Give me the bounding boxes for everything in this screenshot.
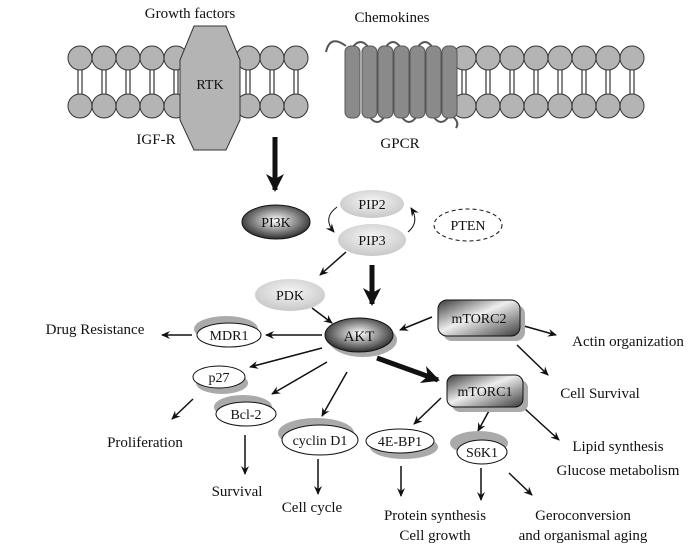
arrow-p27-to-proliferation: [171, 398, 194, 420]
gpcr-helix: [393, 45, 410, 119]
geroconversion-label: Geroconversion: [535, 508, 631, 524]
4ebp1-label: 4E-BP1: [378, 435, 422, 450]
s6k1-node: S6K1: [450, 431, 508, 465]
arrow-akt-to-p27: [249, 347, 323, 369]
pten-node: PTEN: [433, 208, 503, 242]
mdr1-node: MDR1: [194, 316, 262, 348]
bcl2-node: Bcl-2: [214, 395, 277, 427]
lipid-synthesis-label: Lipid synthesis: [572, 439, 663, 455]
drug-resistance-label: Drug Resistance: [46, 322, 145, 338]
gpcr-helix: [377, 45, 394, 119]
pip2-node: PIP2: [340, 190, 404, 218]
phospholipid: [571, 45, 597, 119]
arrow-pdk-to-akt: [311, 307, 333, 324]
rtk-label: RTK: [196, 78, 223, 93]
phospholipid: [523, 45, 549, 119]
akt-label: AKT: [344, 329, 375, 345]
arrow-pip2-to-pip3: [325, 206, 338, 233]
gpcr-n-terminus: [325, 40, 347, 53]
growth-factors-label: Growth factors: [145, 6, 236, 22]
phospholipid: [595, 45, 621, 119]
cyclin-d1-node: cyclin D1: [278, 418, 359, 456]
pip3-node: PIP3: [338, 224, 406, 256]
phospholipid: [547, 45, 573, 119]
actin-organization-label: Actin organization: [572, 334, 684, 350]
mtorc1-node: mTORC1: [446, 374, 528, 412]
arrow-mtorc2-to-actin: [523, 325, 557, 337]
gpcr-label: GPCR: [380, 136, 419, 152]
arrow-mtorc2-to-akt: [399, 316, 433, 331]
gpcr-helix: [344, 45, 361, 119]
mdr1-label: MDR1: [210, 329, 249, 344]
mtorc1-label: mTORC1: [458, 385, 513, 400]
proliferation-label: Proliferation: [107, 435, 183, 451]
arrow-s6k1-to-geroconversion: [508, 472, 533, 496]
glucose-metabolism-label: Glucose metabolism: [557, 463, 680, 479]
arrow-mtorc1-to-s6k1: [477, 408, 491, 432]
chemokines-label: Chemokines: [355, 10, 430, 26]
phospholipid: [499, 45, 525, 119]
pten-label: PTEN: [451, 219, 486, 234]
pip2-label: PIP2: [358, 198, 385, 213]
arrow-mtorc1-to-lipid-synthesis: [523, 407, 560, 441]
akt-node: AKT: [324, 317, 397, 357]
pdk-node: PDK: [255, 279, 325, 311]
bcl2-label: Bcl-2: [230, 408, 261, 423]
arrow-akt-to-bcl2: [271, 361, 328, 395]
gpcr-helix: [409, 45, 426, 119]
arrow-akt-to-cyclin-d1: [321, 371, 348, 417]
p27-node: p27: [192, 365, 248, 394]
protein-synthesis-label: Protein synthesis: [384, 508, 486, 524]
cell-cycle-label: Cell cycle: [282, 500, 343, 516]
mtorc2-label: mTORC2: [452, 312, 507, 327]
cyclin-d1-label: cyclin D1: [293, 434, 348, 449]
phospholipid: [139, 45, 165, 119]
arrow-mtorc1-to-4ebp1: [413, 397, 442, 425]
gpcr-helix: [441, 45, 458, 119]
organismal-aging-label: and organismal aging: [519, 528, 648, 544]
mtorc2-node: mTORC2: [437, 299, 525, 341]
4ebp1-node: 4E-BP1: [365, 428, 438, 459]
phospholipid: [115, 45, 141, 119]
arrow-akt-to-mtorc1: [376, 355, 440, 384]
arrow-pten-pip3-to-pip2: [407, 207, 419, 233]
p27-label: p27: [209, 371, 230, 386]
phospholipid: [91, 45, 117, 119]
igf-r-label: IGF-R: [136, 132, 175, 148]
gpcr-receptor: [325, 40, 459, 129]
arrow-mtorc2-to-cell-survival: [516, 344, 549, 376]
s6k1-label: S6K1: [466, 446, 498, 461]
rtk-receptor: [179, 25, 241, 151]
pi3k-label: PI3K: [261, 216, 291, 231]
phospholipid: [475, 45, 501, 119]
cell-survival-label: Cell Survival: [560, 386, 640, 402]
gpcr-helix: [425, 45, 442, 119]
survival-label: Survival: [212, 484, 263, 500]
pdk-label: PDK: [276, 289, 304, 304]
gpcr-helix: [361, 45, 378, 119]
phospholipid: [619, 45, 645, 119]
cell-growth-label: Cell growth: [399, 528, 471, 544]
arrow-pip3-to-pdk: [319, 251, 347, 276]
phospholipid: [259, 45, 285, 119]
phospholipid: [283, 45, 309, 119]
pi3k-node: PI3K: [241, 204, 311, 240]
phospholipid: [67, 45, 93, 119]
pip3-label: PIP3: [358, 234, 385, 249]
